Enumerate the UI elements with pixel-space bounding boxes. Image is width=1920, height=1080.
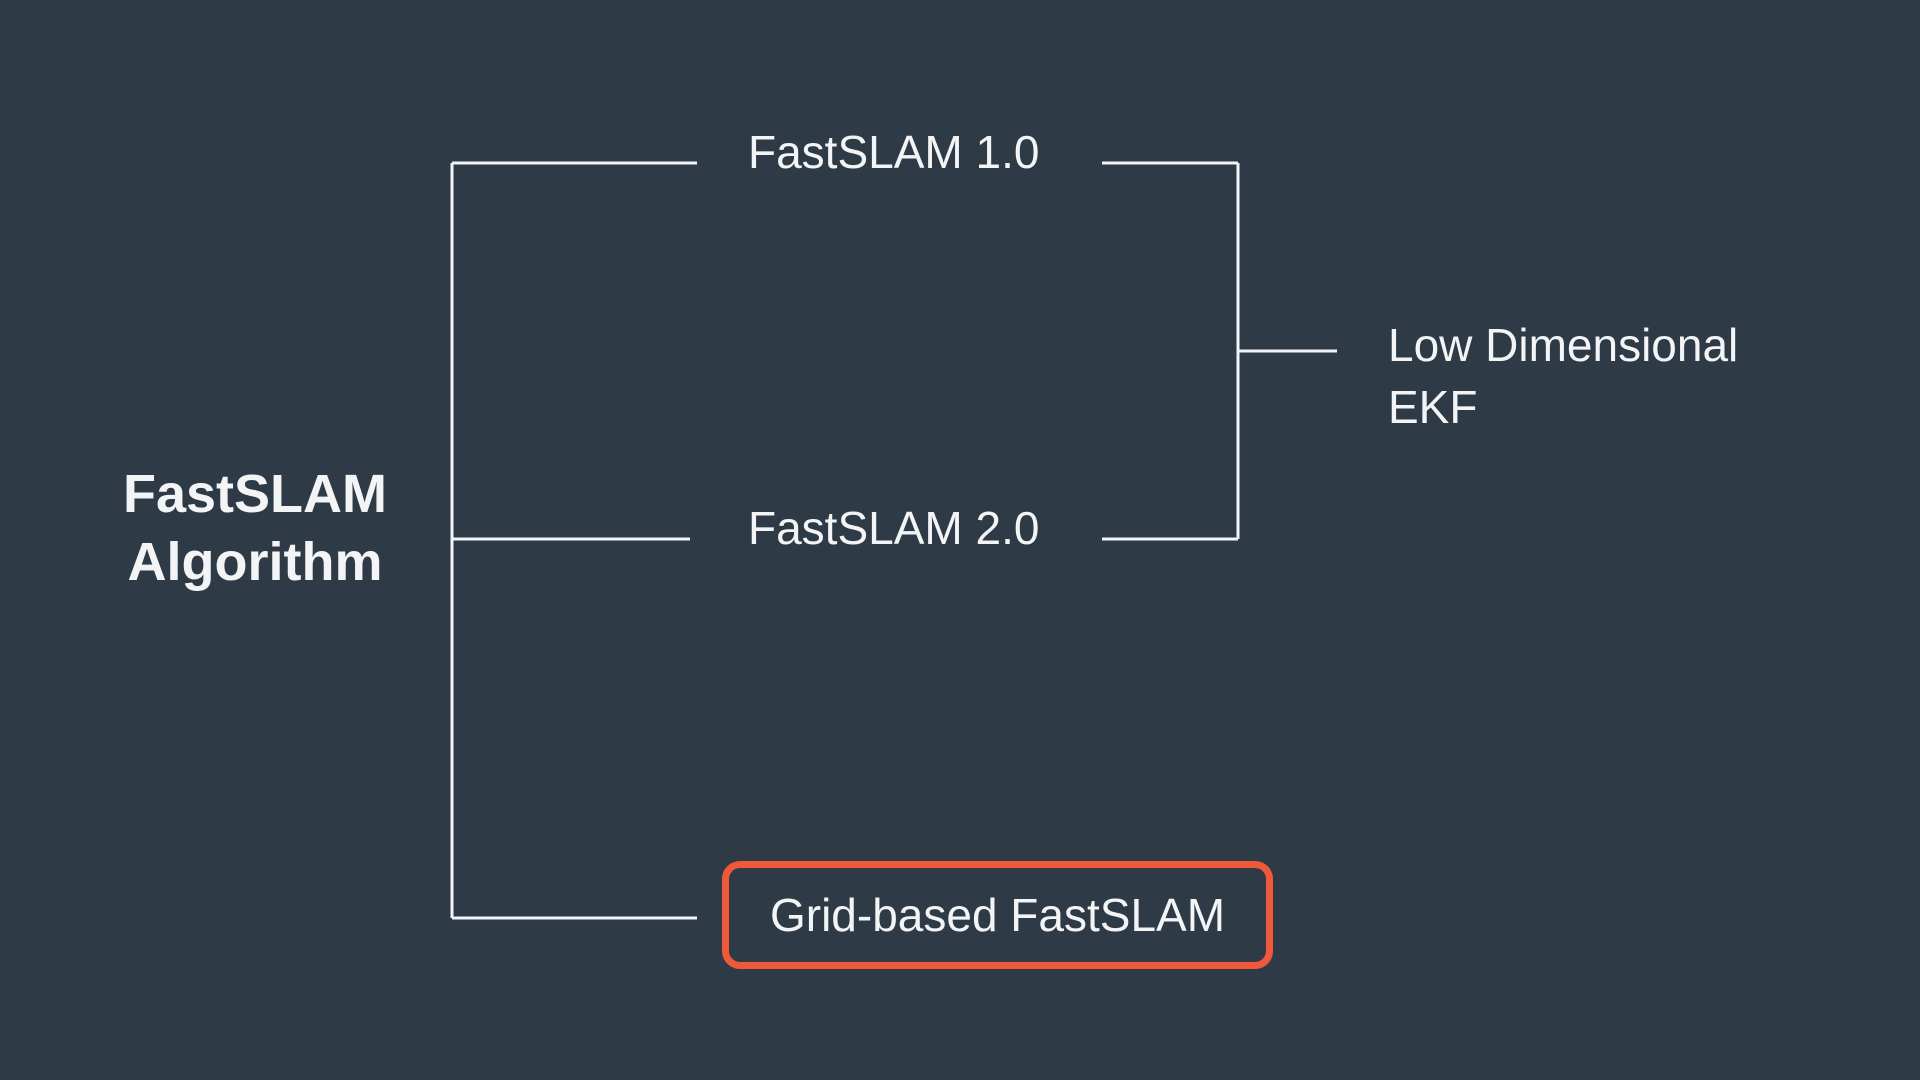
node-grid-based-fastslam-label: Grid-based FastSLAM [769,889,1226,941]
node-fastslam-2: FastSLAM 2.0 [748,502,1040,554]
node-grid-based-fastslam: Grid-based FastSLAM [722,861,1273,969]
root-node-label: FastSLAM Algorithm [122,464,387,592]
node-low-dimensional-ekf: Low Dimensional EKF [1388,319,1739,433]
node-fastslam-1: FastSLAM 1.0 [748,126,1040,178]
